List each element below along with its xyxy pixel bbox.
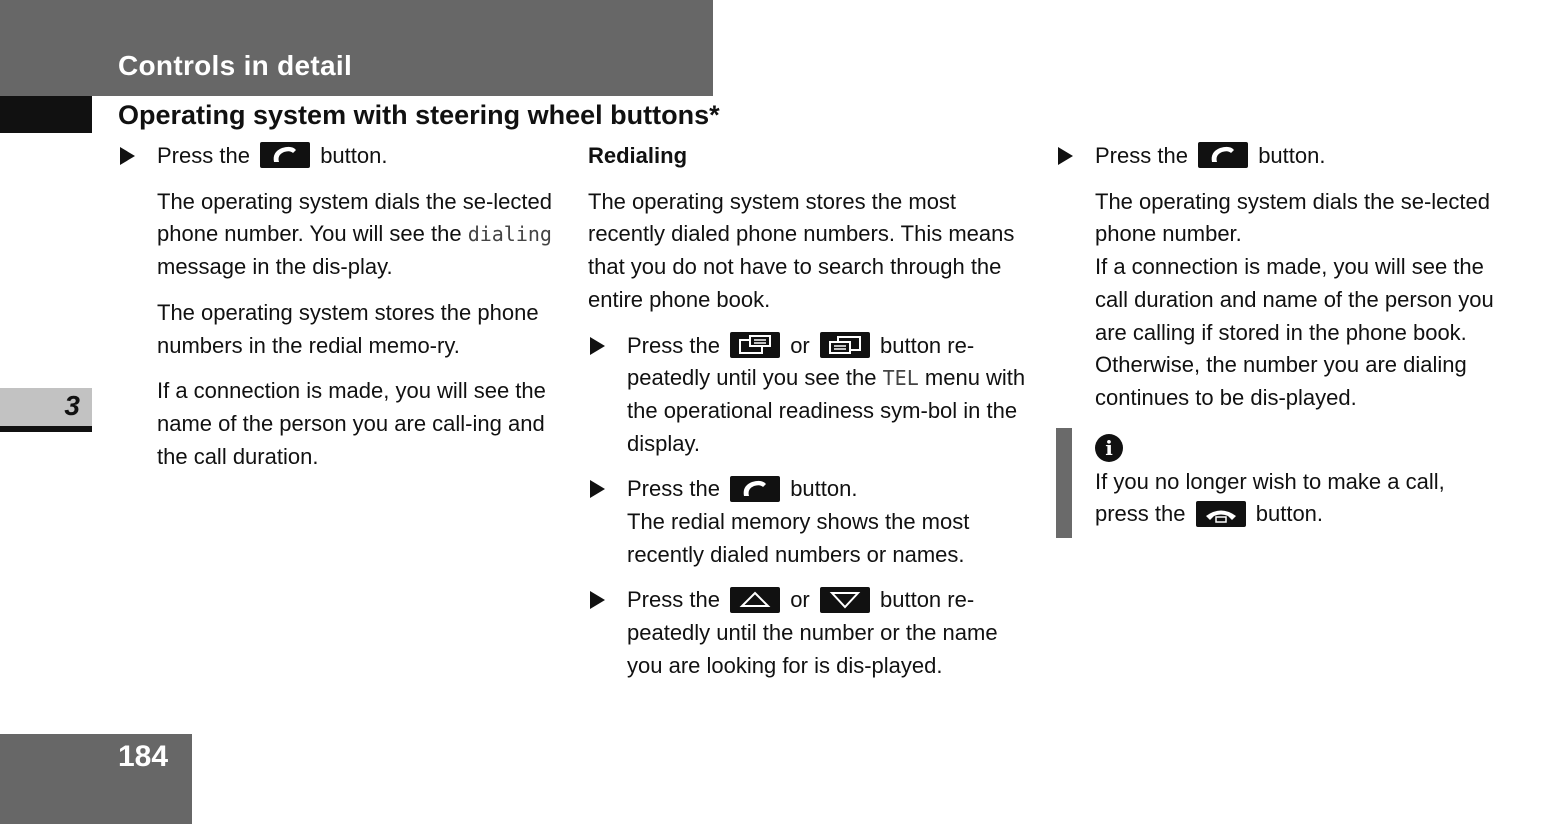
bullet-arrow-icon bbox=[1058, 147, 1073, 165]
page-number-box: 184 bbox=[0, 734, 192, 824]
step-text: Press the bbox=[1095, 143, 1188, 168]
paragraph-text: message in the dis-play. bbox=[157, 254, 393, 280]
bullet-arrow-icon bbox=[120, 147, 135, 165]
step-text: or bbox=[790, 587, 810, 613]
chapter-number: 3 bbox=[64, 390, 80, 421]
info-note: i If you no longer wish to make a call, … bbox=[1056, 427, 1496, 538]
display-message: TEL bbox=[882, 366, 919, 391]
paragraph: The operating system stores the most rec… bbox=[588, 188, 1015, 312]
page-back-icon bbox=[730, 331, 781, 358]
step: Press the or button re-peatedly until th… bbox=[588, 584, 1028, 682]
paragraph-text: The operating system dials the se-lected… bbox=[1095, 188, 1490, 247]
page-subtitle: Operating system with steering wheel but… bbox=[118, 100, 720, 130]
note-bar bbox=[1056, 427, 1072, 538]
step: Press the button. The redial memory show… bbox=[588, 473, 1028, 571]
step: Press the button. bbox=[1056, 140, 1496, 173]
section-heading: Redialing bbox=[588, 143, 688, 168]
step-text: Press the bbox=[157, 143, 250, 168]
column-1: Press the button. The operating system d… bbox=[118, 140, 558, 486]
paragraph-text: If a connection is made, you will see th… bbox=[1095, 254, 1494, 410]
phone-call-icon bbox=[1198, 142, 1249, 169]
column-3: Press the button. The operating system d… bbox=[1056, 140, 1496, 538]
paragraph-text: The operating system dials the se-lected… bbox=[157, 188, 552, 247]
paragraph: The operating system stores the phone nu… bbox=[157, 299, 539, 358]
step-text: button re-peatedly until the number or t… bbox=[627, 587, 998, 678]
step: Press the or button re-peatedly until yo… bbox=[588, 330, 1028, 461]
section-title: Controls in detail bbox=[118, 50, 353, 81]
phone-end-icon bbox=[1195, 500, 1246, 527]
paragraph: The operating system dials the se-lected… bbox=[1056, 186, 1496, 415]
paragraph: The operating system dials the se-lected… bbox=[118, 186, 558, 284]
header-tab-marker bbox=[0, 96, 92, 133]
page-forward-icon bbox=[819, 331, 870, 358]
paragraph: If a connection is made, you will see th… bbox=[157, 378, 546, 469]
display-message: dialing bbox=[467, 222, 552, 247]
step-text: button. bbox=[1258, 143, 1326, 168]
step-text: button. bbox=[320, 143, 388, 168]
step-text: or bbox=[790, 332, 810, 358]
arrow-up-icon bbox=[730, 586, 781, 613]
step-text: button re-peatedly until you see the bbox=[627, 332, 975, 391]
bullet-arrow-icon bbox=[590, 480, 605, 499]
info-icon: i bbox=[1095, 433, 1123, 462]
phone-call-icon bbox=[730, 475, 781, 502]
bullet-arrow-icon bbox=[590, 336, 605, 355]
step-text: The redial memory shows the most recentl… bbox=[627, 509, 970, 567]
phone-call-icon bbox=[260, 142, 311, 169]
note-text: If you no longer wish to make a call, pr… bbox=[1095, 466, 1496, 531]
bullet-arrow-icon bbox=[590, 591, 605, 610]
arrow-down-icon bbox=[819, 586, 870, 613]
note-text-part: button. bbox=[1255, 501, 1324, 527]
page-number: 184 bbox=[118, 740, 169, 773]
note-text-part: If you no longer wish to make a call, pr… bbox=[1095, 468, 1445, 527]
step-text: button. bbox=[790, 476, 858, 502]
step: Press the button. bbox=[118, 140, 558, 173]
step-text: Press the bbox=[627, 332, 720, 358]
step-text: menu with the operational readiness sym-… bbox=[627, 365, 1026, 456]
column-2: Redialing The operating system stores th… bbox=[588, 140, 1028, 696]
step-text: Press the bbox=[627, 476, 720, 502]
chapter-tab: 3 bbox=[0, 388, 92, 432]
step-text: Press the bbox=[627, 587, 720, 613]
header-band bbox=[0, 0, 713, 96]
